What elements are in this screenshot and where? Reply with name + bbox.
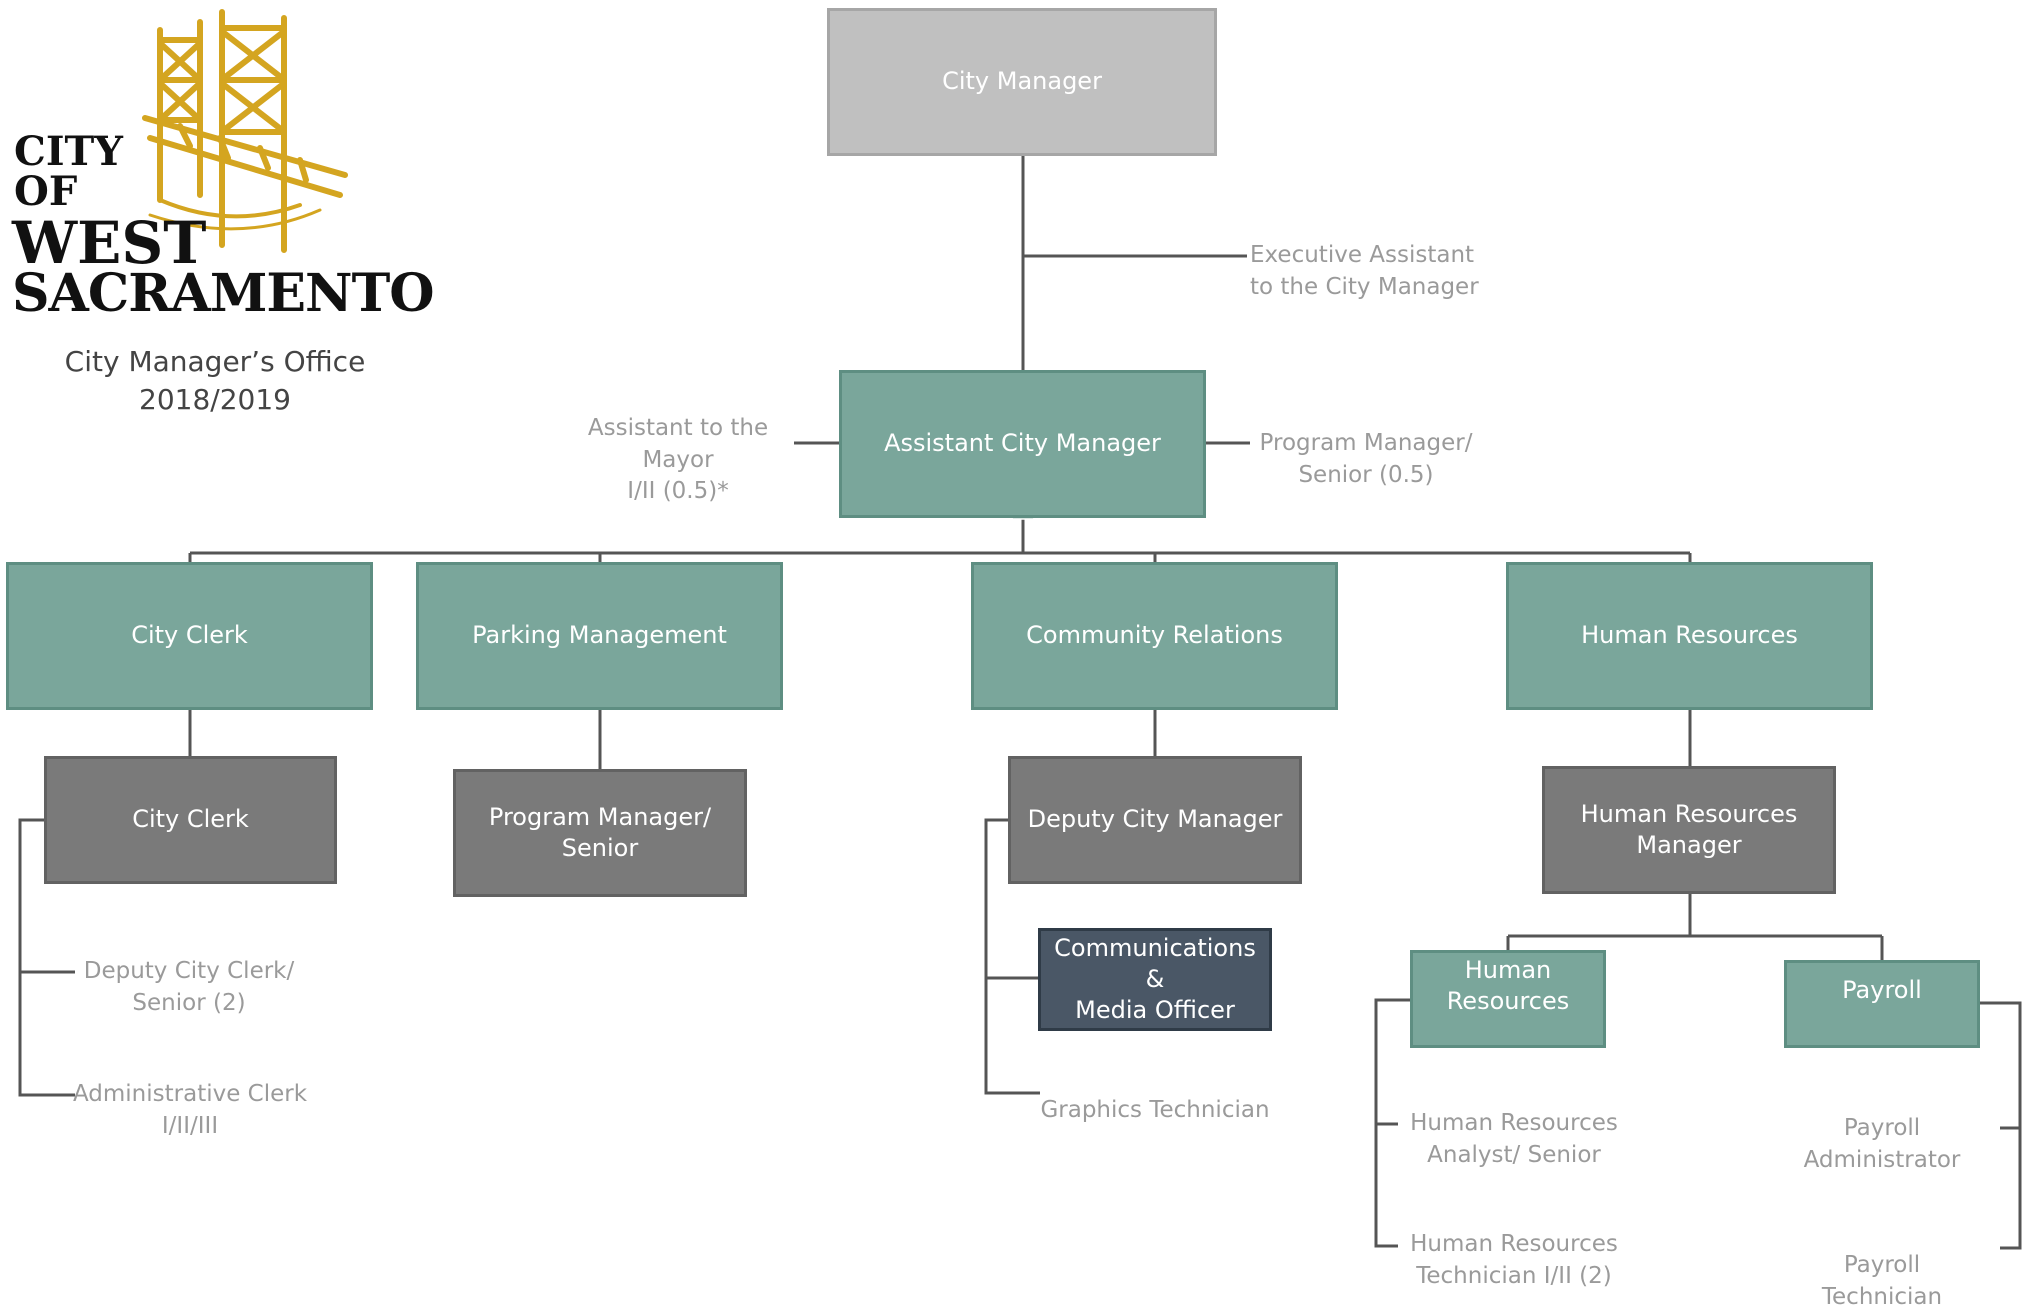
graphics-technician-label: Graphics Technician bbox=[1040, 1097, 1270, 1123]
connector-payroll-staff bbox=[1980, 1001, 2022, 1250]
human-resources-manager-box: Human Resources Manager bbox=[1542, 766, 1836, 894]
logo-text-west: WEST bbox=[12, 209, 207, 277]
parking-management-box: Parking Management bbox=[416, 562, 783, 710]
city-manager-box: City Manager bbox=[827, 8, 1217, 156]
assistant-city-manager-box: Assistant City Manager bbox=[839, 370, 1206, 518]
program-manager-senior-box: Program Manager/ Senior bbox=[453, 769, 747, 897]
city-clerk-label: City Clerk bbox=[132, 805, 249, 834]
human-resources-manager-label: Human Resources Manager bbox=[1580, 799, 1798, 859]
fiscal-year: 2018/2019 bbox=[139, 382, 291, 416]
connector-hr-staff bbox=[1374, 998, 1412, 1248]
city-manager-label: City Manager bbox=[942, 67, 1102, 96]
parking-management-label: Parking Management bbox=[472, 621, 727, 650]
payroll-label: Payroll bbox=[1842, 976, 1922, 1004]
city-clerk-dept-label: City Clerk bbox=[131, 621, 248, 650]
hr-technician-label: Human Resources Technician I/II (2) bbox=[1410, 1231, 1618, 1289]
human-resources-dept-label: Human Resources bbox=[1581, 621, 1798, 650]
office-title: City Manager’s Office 2018/2019 bbox=[0, 343, 430, 419]
program-manager-half-label: Program Manager/ Senior (0.5) bbox=[1259, 430, 1473, 488]
communications-media-officer-box: Communications & Media Officer bbox=[1038, 928, 1272, 1031]
office-name: City Manager’s Office bbox=[64, 345, 366, 378]
payroll-administrator-label: Payroll Administrator bbox=[1803, 1115, 1961, 1173]
city-clerk-box: City Clerk bbox=[44, 756, 337, 884]
communications-media-officer-label: Communications & Media Officer bbox=[1054, 933, 1256, 1025]
payroll-box: Payroll bbox=[1784, 960, 1980, 1048]
human-resources-unit-label: Human Resources bbox=[1446, 956, 1570, 1016]
community-relations-label: Community Relations bbox=[1026, 621, 1283, 650]
community-relations-box: Community Relations bbox=[971, 562, 1338, 710]
connector-city-clerk-staff bbox=[18, 818, 75, 1097]
logo-text-sacramento: SACRAMENTO bbox=[12, 263, 435, 324]
deputy-city-manager-label: Deputy City Manager bbox=[1027, 805, 1283, 834]
logo-text-city: CITY bbox=[14, 128, 123, 175]
logo-text-of: OF bbox=[14, 168, 78, 215]
connector-community-staff bbox=[984, 818, 1040, 1095]
executive-assistant-label: Executive Assistant to the City Manager bbox=[1250, 242, 1479, 300]
deputy-city-clerk-label: Deputy City Clerk/ Senior (2) bbox=[83, 958, 295, 1016]
tower-bridge-icon bbox=[142, 9, 348, 253]
program-manager-senior-label: Program Manager/ Senior bbox=[488, 802, 712, 862]
human-resources-dept-box: Human Resources bbox=[1506, 562, 1873, 710]
payroll-technician-label: Payroll Technician bbox=[1821, 1252, 1943, 1310]
administrative-clerk-label: Administrative Clerk I/II/III bbox=[72, 1081, 308, 1139]
hr-analyst-label: Human Resources Analyst/ Senior bbox=[1410, 1110, 1618, 1168]
connector-hr-split bbox=[1506, 892, 1884, 962]
city-clerk-dept-box: City Clerk bbox=[6, 562, 373, 710]
deputy-city-manager-box: Deputy City Manager bbox=[1008, 756, 1302, 884]
connector-acm-bus bbox=[188, 517, 1692, 564]
assistant-to-mayor-label: Assistant to the Mayor I/II (0.5)* bbox=[587, 415, 769, 505]
human-resources-unit-box: Human Resources bbox=[1410, 950, 1606, 1048]
assistant-city-manager-label: Assistant City Manager bbox=[884, 429, 1161, 458]
city-logo: CITY OF WEST SACRAMENTO bbox=[0, 0, 440, 330]
